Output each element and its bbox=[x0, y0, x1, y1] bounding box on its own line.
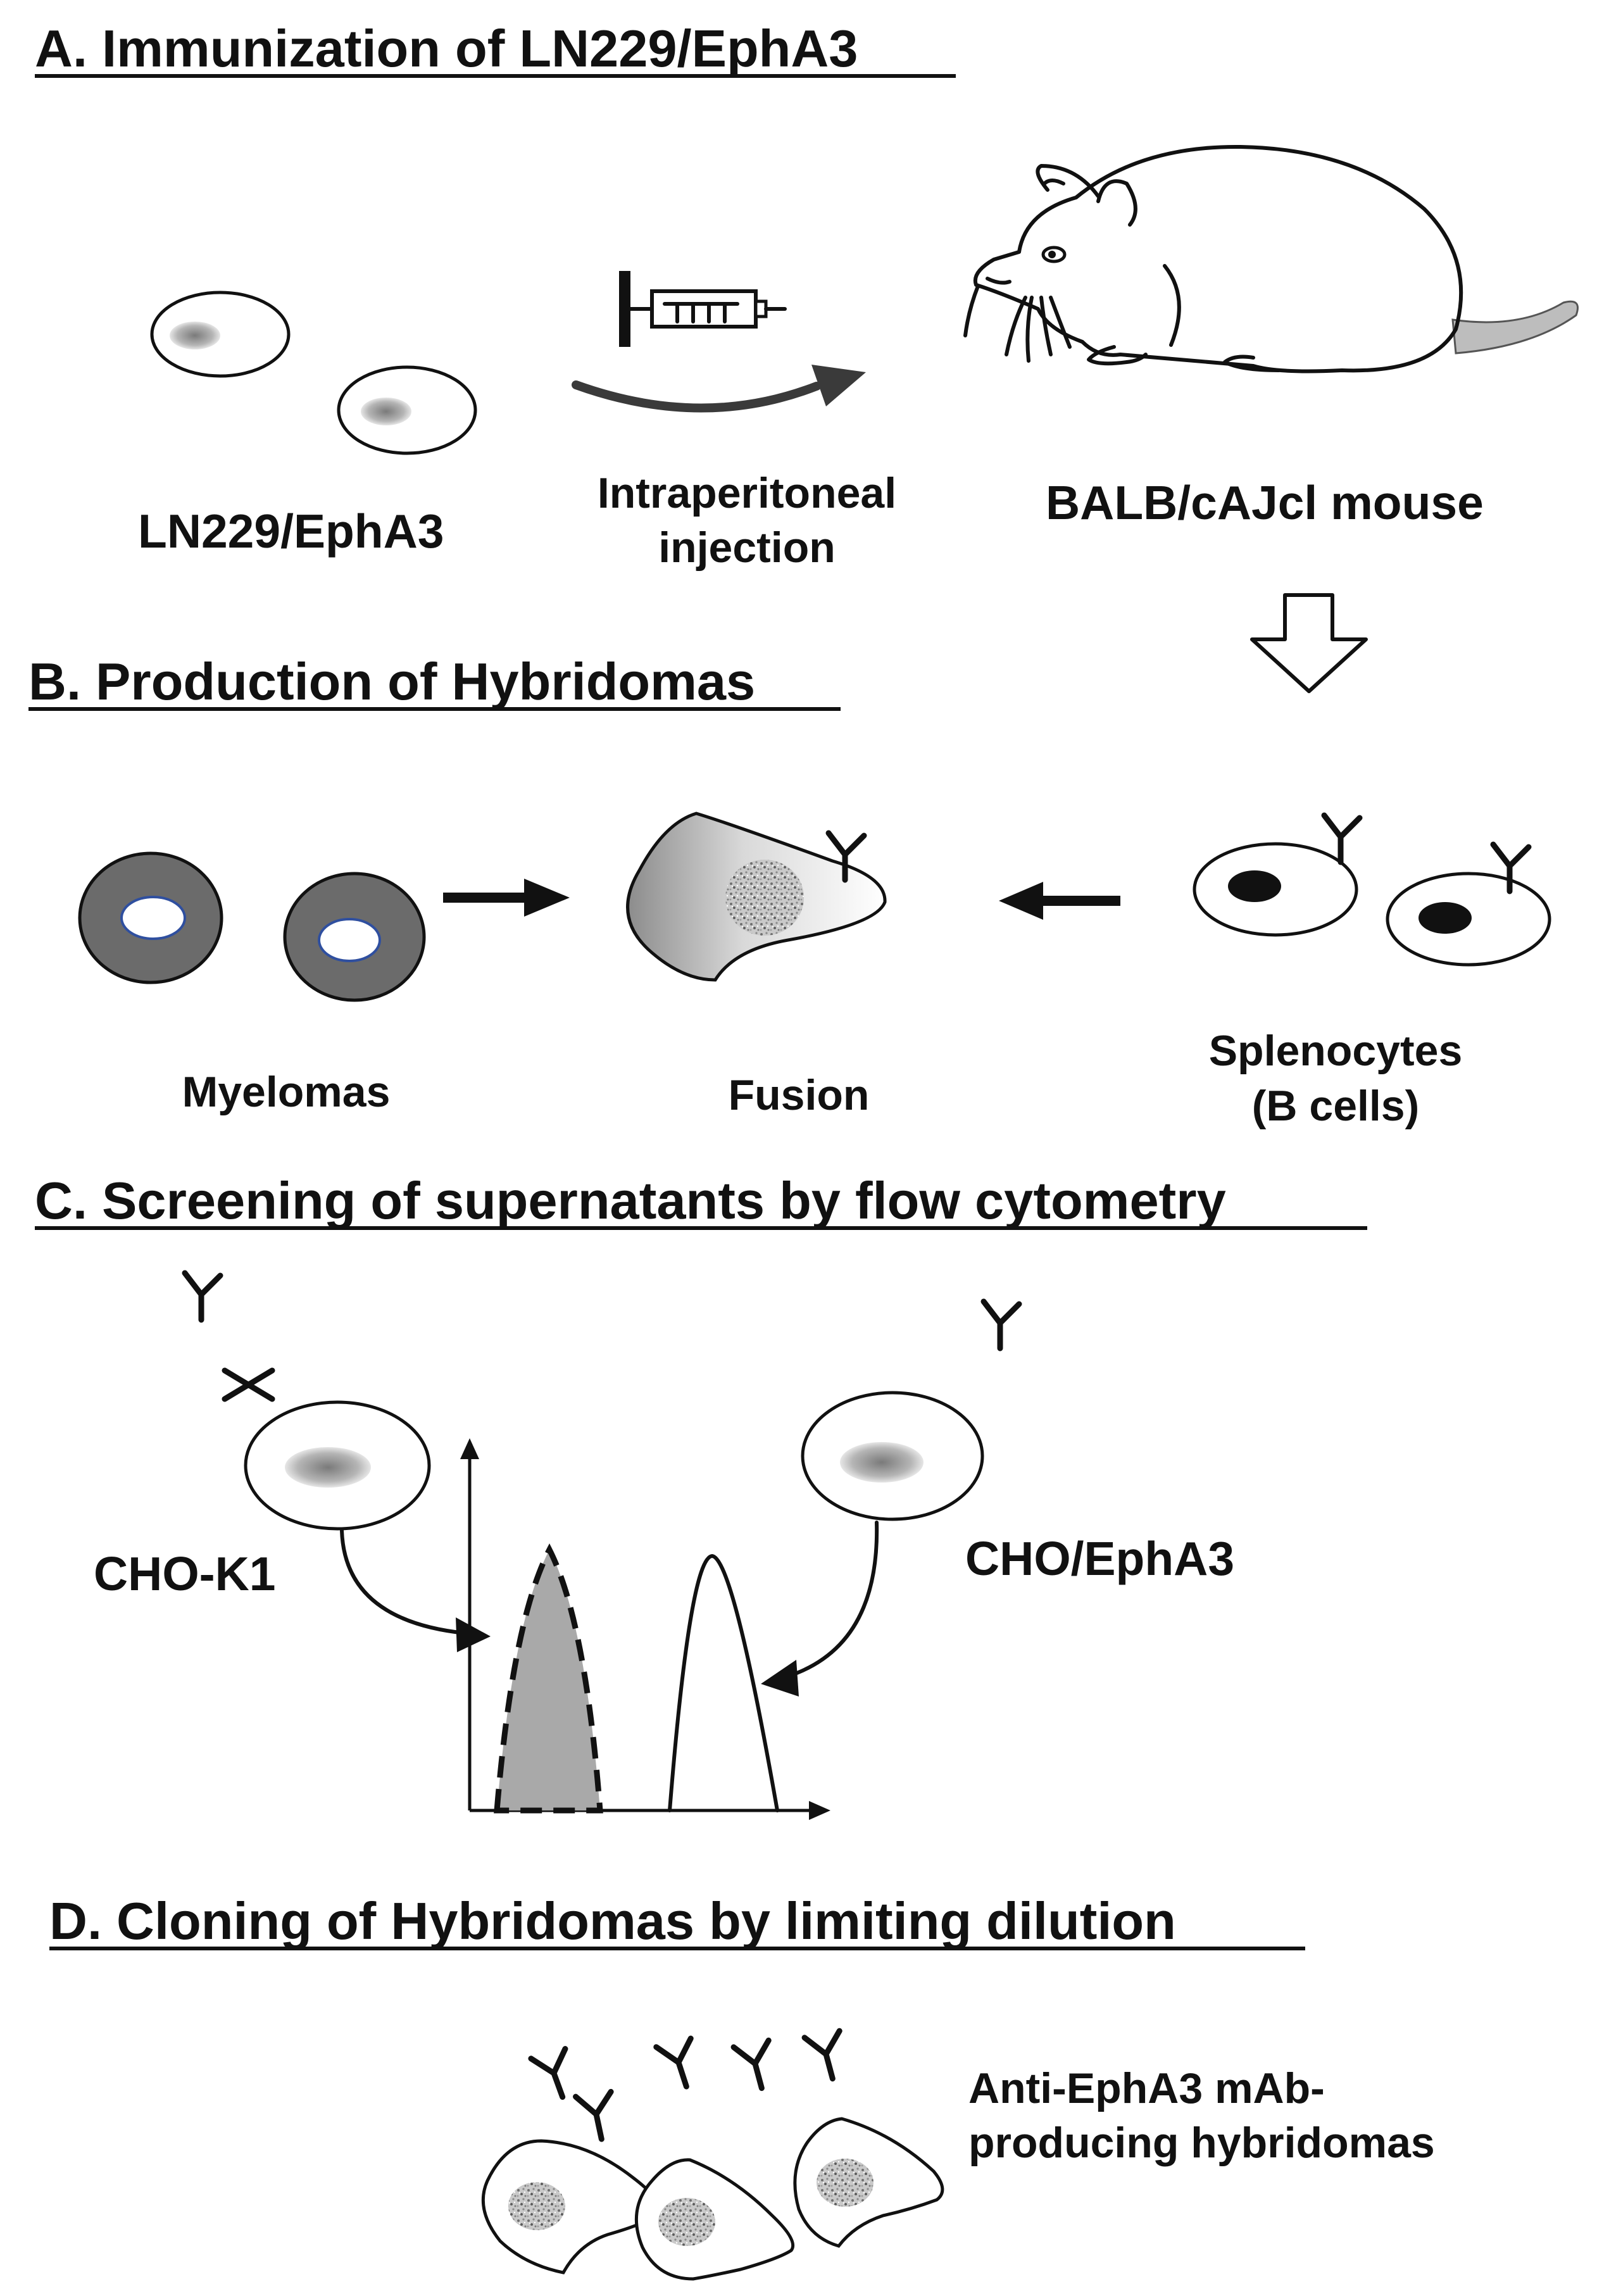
fusion-label: Fusion bbox=[729, 1071, 870, 1119]
cho-k1-cell bbox=[244, 1400, 431, 1531]
hybridoma-cell-2 bbox=[634, 2158, 795, 2281]
injection-label-line2: injection bbox=[658, 524, 836, 572]
hybridoma-cell-1 bbox=[481, 2139, 661, 2274]
syringe-icon bbox=[619, 271, 787, 347]
down-arrow-icon bbox=[1250, 593, 1368, 693]
secreted-antibodies bbox=[531, 2028, 851, 2142]
mouse-icon bbox=[963, 144, 1579, 373]
splenocytes-label-line2: (B cells) bbox=[1252, 1082, 1420, 1130]
positive-peak bbox=[668, 1554, 779, 1812]
splenocytes-to-fusion-arrow bbox=[999, 882, 1120, 920]
injection-label-line1: Intraperitoneal bbox=[598, 469, 896, 517]
hybridoma-cell-3 bbox=[793, 2117, 944, 2248]
hybridomas-label-line1: Anti-EphA3 mAb- bbox=[968, 2064, 1325, 2112]
myeloma-cell-2 bbox=[283, 872, 426, 1002]
ln229-cell-1 bbox=[150, 291, 291, 378]
mouse-label: BALB/cAJcl mouse bbox=[1046, 476, 1484, 529]
splenocytes-label-line1: Splenocytes bbox=[1209, 1027, 1463, 1075]
hybridomas-label-line2: producing hybridomas bbox=[968, 2119, 1435, 2167]
binding-antibody-icon bbox=[984, 1302, 1019, 1348]
ln229-cell-2 bbox=[337, 365, 477, 455]
non-binding-antibody-icon bbox=[185, 1273, 220, 1320]
injection-arrow bbox=[572, 365, 866, 413]
cho-k1-to-histogram-arrow bbox=[340, 1529, 491, 1652]
ln229-label: LN229/EphA3 bbox=[138, 505, 444, 558]
no-binding-x-icon bbox=[222, 1367, 275, 1402]
splenocyte-cell-1 bbox=[1193, 815, 1360, 937]
flow-cytometry-histogram bbox=[460, 1438, 830, 1820]
section-d-title: D. Cloning of Hybridomas by limiting dil… bbox=[49, 1891, 1176, 1950]
myeloma-to-fusion-arrow bbox=[443, 879, 570, 917]
myelomas-label: Myelomas bbox=[182, 1068, 391, 1116]
negative-control-peak bbox=[494, 1543, 603, 1814]
cho-k1-label: CHO-K1 bbox=[94, 1547, 276, 1600]
fusion-hybridoma-cell bbox=[626, 812, 887, 982]
cho-epha3-to-histogram-arrow bbox=[761, 1521, 879, 1697]
cho-epha3-label: CHO/EphA3 bbox=[965, 1532, 1234, 1585]
myeloma-cell-1 bbox=[78, 851, 223, 984]
section-b-title: B. Production of Hybridomas bbox=[28, 652, 755, 711]
cho-epha3-cell bbox=[801, 1391, 984, 1521]
splenocyte-cell-2 bbox=[1386, 844, 1551, 967]
section-c-title: C. Screening of supernatants by flow cyt… bbox=[35, 1171, 1226, 1230]
section-a-title: A. Immunization of LN229/EphA3 bbox=[35, 19, 858, 78]
